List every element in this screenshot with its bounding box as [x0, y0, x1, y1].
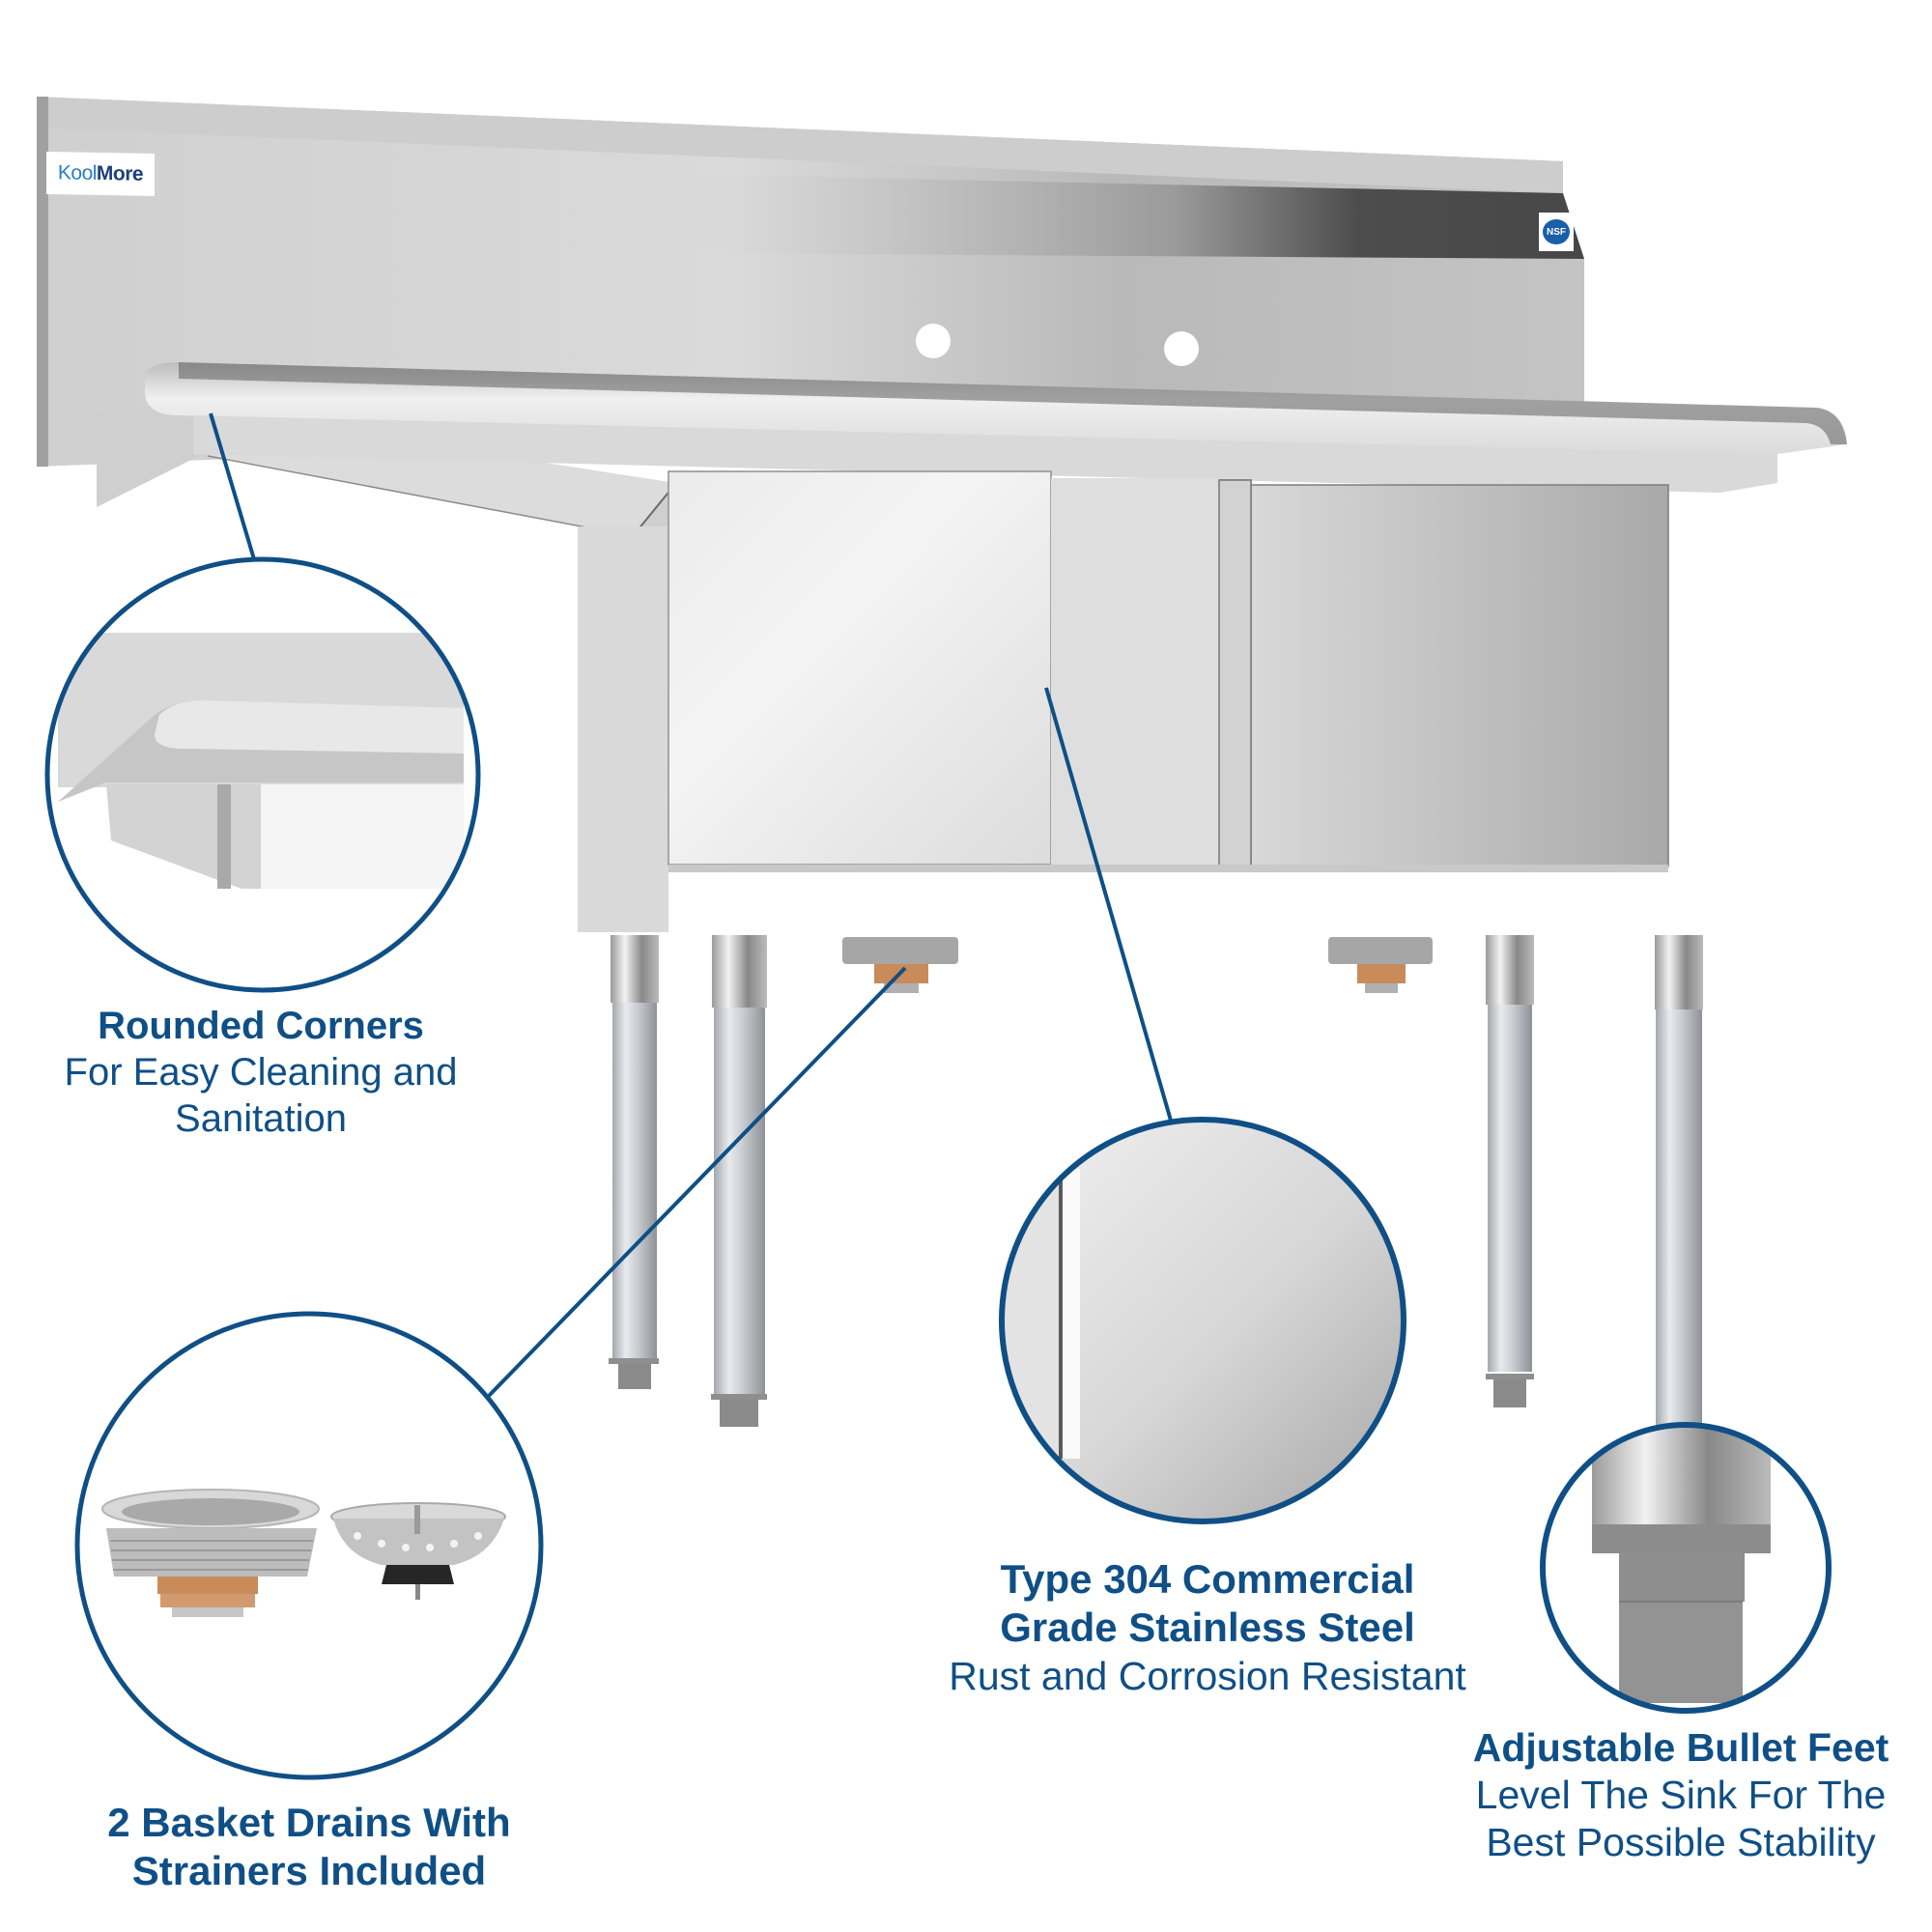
callout-title-line: Grade Stainless Steel — [1000, 1605, 1415, 1651]
leg-rear-right — [1486, 935, 1534, 1407]
leg-rear-left — [609, 935, 659, 1389]
brand-logo-light: Kool — [57, 161, 97, 185]
sink-bowl-right — [1250, 484, 1669, 867]
callout-basket-drains: 2 Basket Drains With Strainers Included — [58, 1799, 560, 1896]
callout-title-line: Type 304 Commercial — [1000, 1556, 1415, 1602]
strainer-basket-icon — [330, 1502, 506, 1600]
leader-lines — [209, 412, 1173, 1399]
callout-rounded-corners: Rounded Corners For Easy Cleaning and Sa… — [19, 1003, 502, 1142]
callout-subtitle-line: For Easy Cleaning and — [64, 1051, 458, 1094]
rounded-corners-detail-circle — [44, 556, 481, 993]
sink-bowl-left — [668, 470, 1052, 866]
side-panel — [578, 526, 668, 932]
brand-logo: KoolMore — [46, 152, 155, 196]
callout-title-line: 2 Basket Drains With — [107, 1800, 511, 1845]
stainless-steel-detail-circle — [999, 1117, 1406, 1524]
callout-subtitle-line: Sanitation — [175, 1097, 347, 1140]
leg-front-left — [711, 935, 767, 1427]
nsf-certification-badge: NSF — [1539, 213, 1574, 251]
callout-subtitle-line: Best Possible Stability — [1486, 1820, 1876, 1865]
faucet-hole-right — [1164, 331, 1199, 366]
leg-front-right — [1655, 935, 1703, 1435]
bullet-feet-detail-circle — [1540, 1422, 1832, 1714]
callout-subtitle: Rust and Corrosion Resistant — [949, 1653, 1466, 1698]
callout-title: Rounded Corners — [98, 1005, 424, 1047]
sink-rim — [145, 362, 1847, 493]
basket-drain-icon — [101, 1489, 320, 1617]
basket-drains-detail-circle — [74, 1311, 544, 1780]
basket-drain-left — [842, 937, 958, 993]
callout-bullet-feet: Adjustable Bullet Feet Level The Sink Fo… — [1430, 1724, 1932, 1867]
brand-logo-bold: More — [96, 161, 144, 185]
nsf-icon: NSF — [1543, 219, 1570, 244]
callout-title: Adjustable Bullet Feet — [1472, 1725, 1889, 1770]
callout-stainless-steel: Type 304 Commercial Grade Stainless Stee… — [898, 1555, 1517, 1700]
callout-subtitle-line: Level The Sink For The — [1475, 1773, 1887, 1818]
basket-drain-right — [1328, 937, 1433, 993]
callout-title-line: Strainers Included — [131, 1848, 487, 1894]
faucet-hole-left — [916, 324, 951, 358]
